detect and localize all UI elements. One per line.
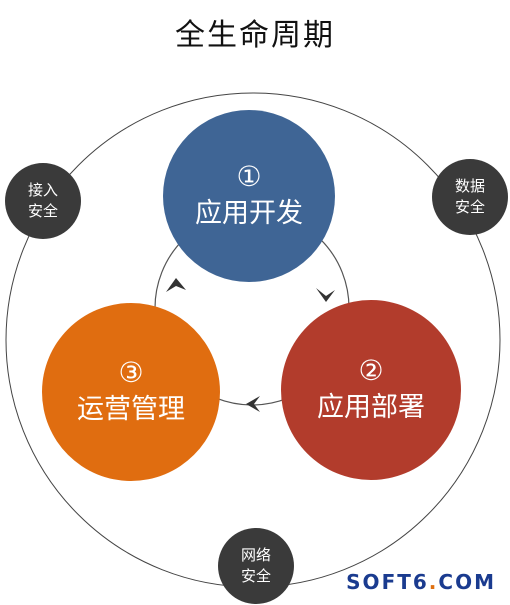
access-security-line2: 安全 xyxy=(27,202,58,220)
stage-operations-management: ③ 运营管理 xyxy=(42,303,220,481)
diagram-title: 全生命周期 xyxy=(175,18,335,53)
stage-number: ③ xyxy=(118,356,144,389)
network-security-line2: 安全 xyxy=(240,567,271,585)
cycle-arrow-icon-2 xyxy=(246,396,260,412)
stage-app-deployment: ② 应用部署 xyxy=(281,300,461,480)
stage-label: 运营管理 xyxy=(77,394,185,425)
access-security-node: 接入 安全 xyxy=(5,163,81,239)
stage-label: 应用开发 xyxy=(195,198,303,229)
cycle-arrow-icon-3 xyxy=(166,278,186,292)
network-security-line1: 网络 xyxy=(240,546,271,564)
stage-number: ① xyxy=(236,160,262,193)
stage-label: 应用部署 xyxy=(317,392,425,423)
watermark-logo: SOFT6.COM xyxy=(346,570,496,594)
data-security-line2: 安全 xyxy=(454,198,485,216)
watermark-dot: . xyxy=(428,570,439,594)
watermark-suffix: COM xyxy=(438,570,496,594)
cycle-arrow-icon-1 xyxy=(316,288,335,302)
data-security-line1: 数据 xyxy=(454,177,485,195)
access-security-line1: 接入 xyxy=(27,181,58,199)
watermark-prefix: SOFT6 xyxy=(346,570,429,594)
stage-number: ② xyxy=(358,354,384,387)
stage-app-development: ① 应用开发 xyxy=(163,110,335,282)
network-security-node: 网络 安全 xyxy=(218,528,294,604)
data-security-node: 数据 安全 xyxy=(432,159,508,235)
